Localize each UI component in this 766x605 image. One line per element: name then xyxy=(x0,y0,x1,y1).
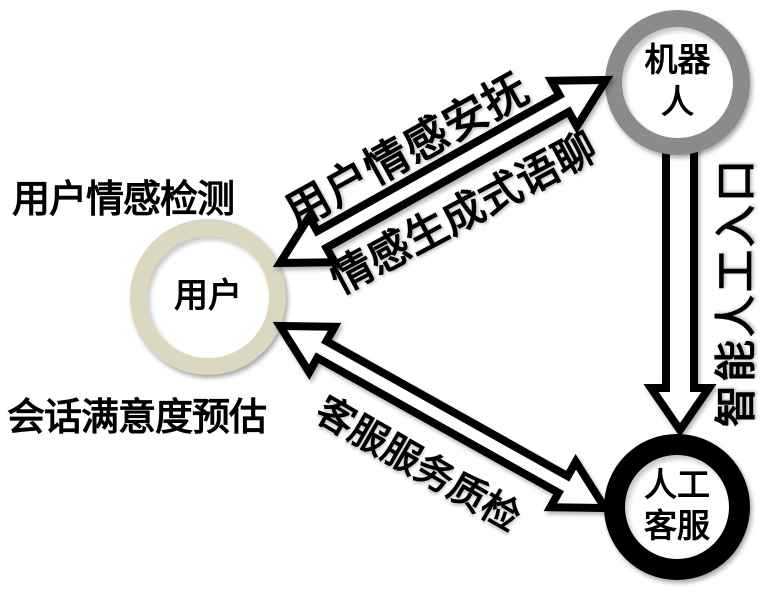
node-user: 用户 xyxy=(130,219,286,375)
node-human-agent-label: 人工 客服 xyxy=(644,467,710,545)
annotation-session-satisfaction: 会话满意度预估 xyxy=(7,397,267,439)
node-user-label: 用户 xyxy=(174,277,242,315)
node-robot-label: 机器 人 xyxy=(644,43,711,121)
edge-label-service-quality-inspection: 客服服务质检 xyxy=(308,389,527,541)
node-robot: 机器 人 xyxy=(605,10,750,155)
edge-label-smart-human-entry: 智能人工入口 xyxy=(714,156,761,428)
node-human-agent: 人工 客服 xyxy=(604,434,750,580)
annotation-user-emotion-detection: 用户情感检测 xyxy=(12,179,235,221)
arrow-robot-to-agent xyxy=(643,144,717,438)
